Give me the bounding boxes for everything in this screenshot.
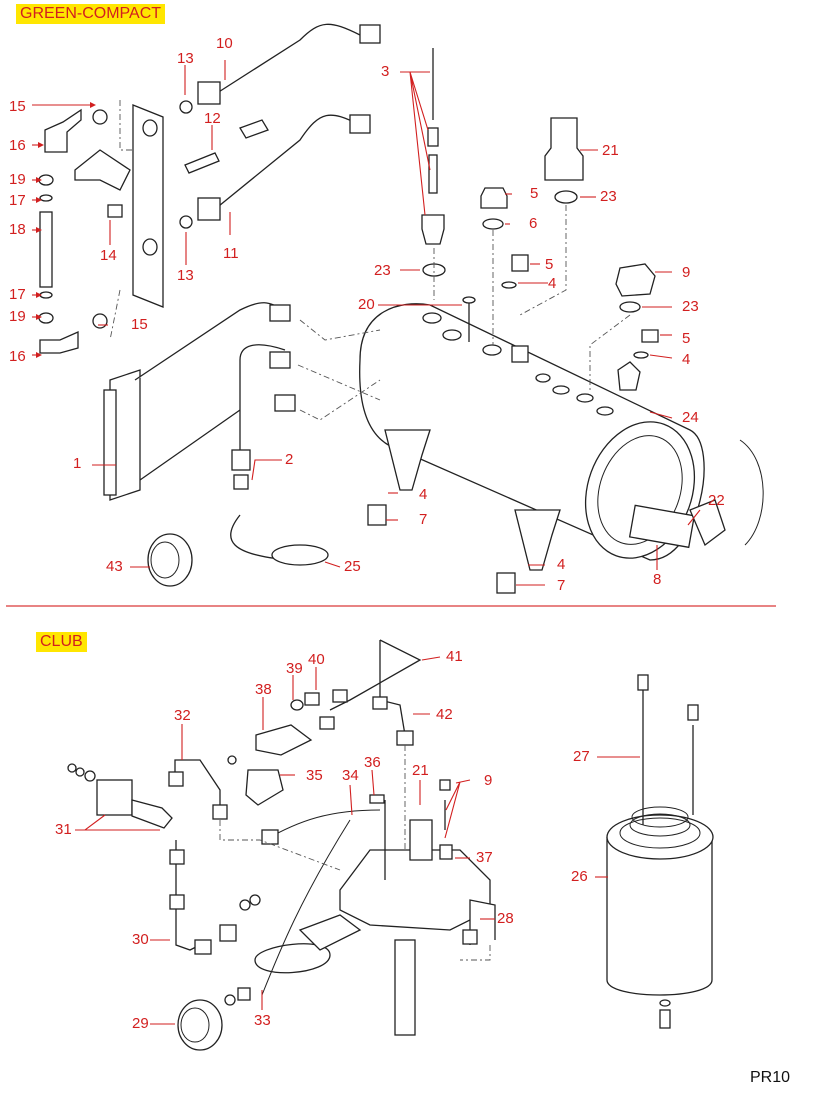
callout-13: 13 <box>177 50 194 67</box>
callout-24: 24 <box>682 409 699 426</box>
callout-38: 38 <box>255 681 272 698</box>
callout-21: 21 <box>412 762 429 779</box>
callout-23: 23 <box>374 262 391 279</box>
callout-21: 21 <box>602 142 619 159</box>
callout-12: 12 <box>204 110 221 127</box>
club-drawing <box>67 639 496 1051</box>
callout-7: 7 <box>419 511 428 528</box>
callout-5: 5 <box>545 256 554 273</box>
callout-13: 13 <box>177 267 194 284</box>
callout-15: 15 <box>131 316 148 333</box>
callout-9: 9 <box>484 772 493 789</box>
callout-4: 4 <box>557 556 566 573</box>
callout-35: 35 <box>306 767 323 784</box>
callout-28: 28 <box>497 910 514 927</box>
top-fittings <box>421 48 659 359</box>
tank-26 <box>606 674 714 1029</box>
callout-5: 5 <box>530 185 539 202</box>
callout-16: 16 <box>9 348 26 365</box>
callout-30: 30 <box>132 931 149 948</box>
callout-4: 4 <box>682 351 691 368</box>
callout-3: 3 <box>381 63 390 80</box>
pipes-10-11 <box>197 23 381 221</box>
drain-fittings <box>367 429 561 594</box>
callout-29: 29 <box>132 1015 149 1032</box>
callout-19: 19 <box>9 171 26 188</box>
callout-40: 40 <box>308 651 325 668</box>
bracket-parts <box>38 100 269 354</box>
callout-2: 2 <box>285 451 294 468</box>
callout-14: 14 <box>100 247 117 264</box>
callout-27: 27 <box>573 748 590 765</box>
callout-22: 22 <box>708 492 725 509</box>
callout-leaders <box>32 60 701 1025</box>
callout-37: 37 <box>476 849 493 866</box>
heating-element-8 <box>628 439 764 549</box>
callout-36: 36 <box>364 754 381 771</box>
callout-4: 4 <box>548 275 557 292</box>
callout-25: 25 <box>344 558 361 575</box>
callout-7: 7 <box>557 577 566 594</box>
callout-10: 10 <box>216 35 233 52</box>
callout-41: 41 <box>446 648 463 665</box>
callout-26: 26 <box>571 868 588 885</box>
callout-42: 42 <box>436 706 453 723</box>
callout-1: 1 <box>73 455 82 472</box>
callout-31: 31 <box>55 821 72 838</box>
callout-18: 18 <box>9 221 26 238</box>
callout-23: 23 <box>600 188 617 205</box>
callout-19: 19 <box>9 308 26 325</box>
callout-8: 8 <box>653 571 662 588</box>
pressure-gauge-43 <box>147 533 193 587</box>
callout-4: 4 <box>419 486 428 503</box>
callout-9: 9 <box>682 264 691 281</box>
page-code: PR10 <box>749 1069 790 1086</box>
callout-23: 23 <box>682 298 699 315</box>
callout-32: 32 <box>174 707 191 724</box>
section-title-club: CLUB <box>36 632 87 652</box>
callout-6: 6 <box>529 215 538 232</box>
callout-17: 17 <box>9 286 26 303</box>
callout-17: 17 <box>9 192 26 209</box>
callout-39: 39 <box>286 660 303 677</box>
callout-5: 5 <box>682 330 691 347</box>
level-gauge-assembly <box>103 302 329 566</box>
callout-16: 16 <box>9 137 26 154</box>
callout-15: 15 <box>9 98 26 115</box>
callout-34: 34 <box>342 767 359 784</box>
callout-11: 11 <box>223 245 239 262</box>
section-title-green-compact: GREEN-COMPACT <box>16 4 166 24</box>
callout-43: 43 <box>106 558 123 575</box>
green-compact-drawing <box>38 23 764 594</box>
callout-33: 33 <box>254 1012 271 1029</box>
callout-20: 20 <box>358 296 375 313</box>
